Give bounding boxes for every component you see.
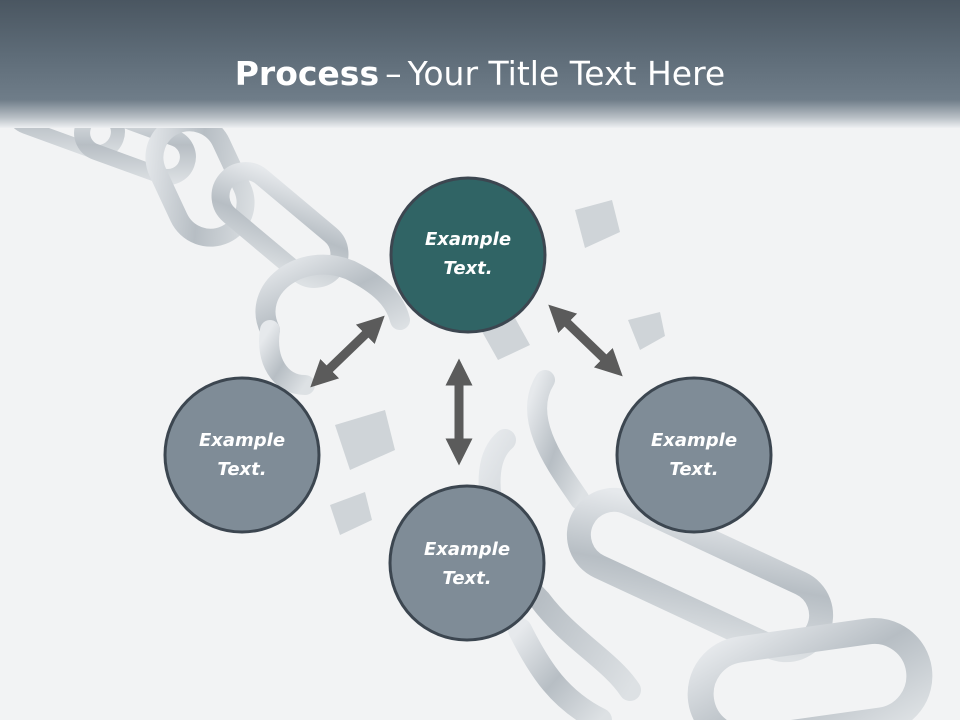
double-arrow-right bbox=[548, 304, 623, 377]
title-bold-word: Process bbox=[234, 54, 380, 93]
title-separator: – bbox=[385, 54, 402, 93]
node-label-bottom: Example Text. bbox=[392, 535, 542, 593]
node-label-line1: Example bbox=[198, 430, 286, 451]
node-label-line1: Example bbox=[423, 539, 511, 560]
node-label-line2: Text. bbox=[443, 258, 493, 279]
node-label-right: Example Text. bbox=[619, 426, 769, 484]
node-label-top: Example Text. bbox=[393, 225, 543, 283]
title-banner bbox=[0, 0, 960, 128]
double-arrow-left bbox=[310, 315, 385, 388]
node-label-line2: Text. bbox=[669, 459, 719, 480]
node-label-left: Example Text. bbox=[167, 426, 317, 484]
node-label-line2: Text. bbox=[442, 568, 492, 589]
process-node-left bbox=[163, 376, 321, 534]
title-rest: Your Title Text Here bbox=[407, 54, 726, 93]
process-node-right bbox=[615, 376, 773, 534]
node-label-line1: Example bbox=[424, 229, 512, 250]
page-title: Process–Your Title Text Here bbox=[0, 48, 960, 100]
process-node-bottom bbox=[388, 484, 546, 642]
node-label-line1: Example bbox=[650, 430, 738, 451]
process-node-top bbox=[389, 176, 547, 334]
node-label-line2: Text. bbox=[217, 459, 267, 480]
